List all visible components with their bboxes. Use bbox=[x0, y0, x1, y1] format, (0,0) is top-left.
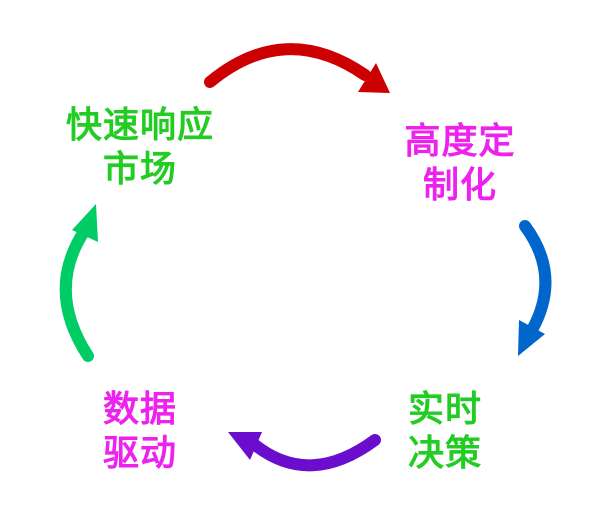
node-fast-response-market-line-2: 市场 bbox=[102, 149, 177, 190]
arrow-right-shaft bbox=[519, 220, 552, 336]
arrow-top-shaft bbox=[204, 43, 371, 88]
node-fast-response-market: 快速响应 市场 bbox=[55, 104, 225, 192]
arrow-right bbox=[518, 220, 552, 356]
node-data-driven-line-2: 驱动 bbox=[102, 433, 177, 474]
node-high-customization-line-2: 制化 bbox=[422, 165, 497, 206]
arrow-bottom-shaft bbox=[249, 434, 381, 472]
arrow-left-shaft bbox=[59, 224, 94, 362]
arrow-left bbox=[59, 204, 98, 362]
node-high-customization: 高度定 制化 bbox=[385, 120, 535, 208]
arrow-bottom-head bbox=[228, 432, 262, 460]
arrow-left-head bbox=[72, 204, 98, 242]
arrow-top-head bbox=[358, 63, 390, 93]
node-realtime-decision: 实时 决策 bbox=[385, 388, 505, 476]
node-data-driven: 数据 驱动 bbox=[80, 388, 200, 476]
node-realtime-decision-line-1: 实时 bbox=[407, 389, 482, 430]
arrow-right-head bbox=[518, 320, 545, 356]
node-high-customization-line-1: 高度定 bbox=[404, 121, 516, 162]
node-realtime-decision-line-2: 决策 bbox=[407, 433, 482, 474]
node-data-driven-line-1: 数据 bbox=[102, 389, 177, 430]
arrow-bottom bbox=[228, 432, 381, 472]
node-fast-response-market-line-1: 快速响应 bbox=[65, 105, 214, 146]
arrow-top bbox=[204, 43, 390, 93]
